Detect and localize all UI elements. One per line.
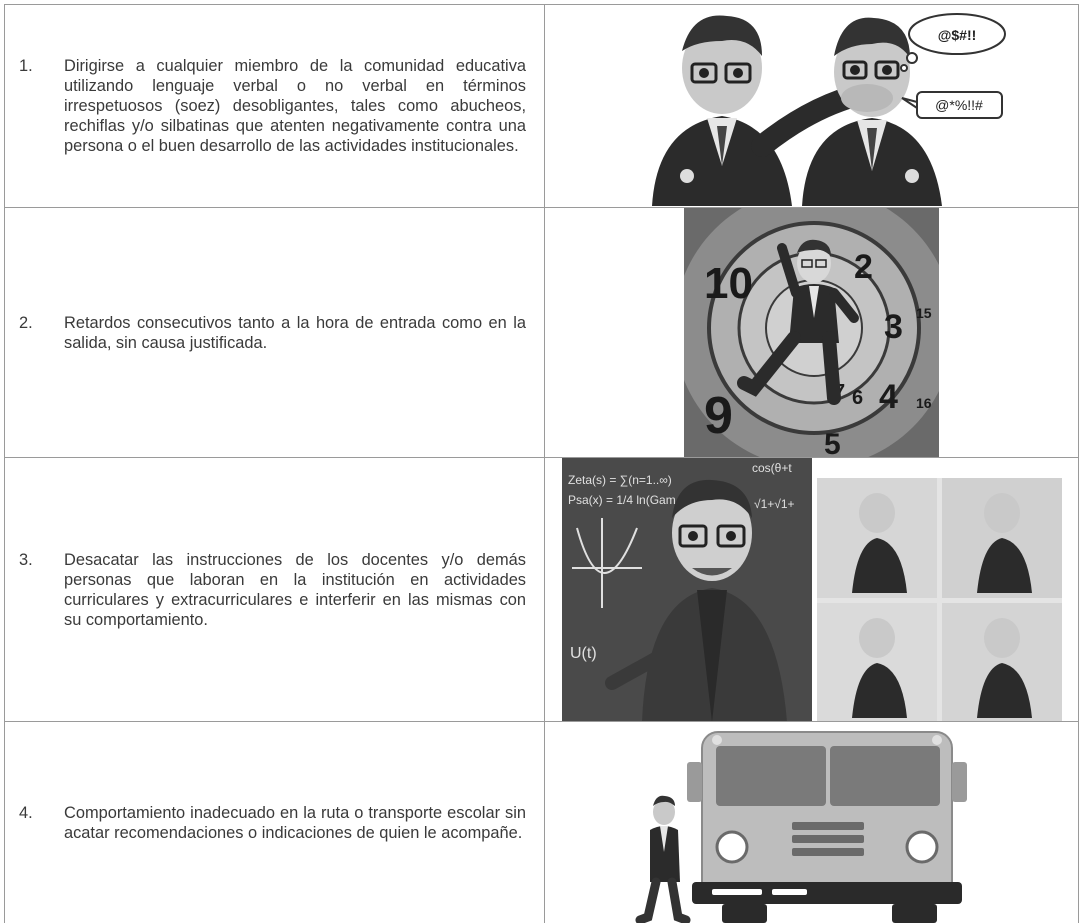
rule-number: 4. xyxy=(19,803,33,822)
teacher-and-students-illustration: Zeta(s) = ∑(n=1..∞) Psa(x) = 1/4 ln(Gam … xyxy=(561,458,1062,721)
rule-text-cell: 3. Desacatar las instrucciones de los do… xyxy=(4,458,544,722)
clock-illustration: 10 9 2 3 4 5 7 6 15 16 xyxy=(684,208,939,458)
thought-bubble: @$#!! xyxy=(899,13,1006,72)
rule-item: 1. Dirigirse a cualquier miembro de la c… xyxy=(5,56,540,156)
svg-text:Psa(x) = 1/4 ln(Gam: Psa(x) = 1/4 ln(Gam xyxy=(568,493,676,507)
school-bus xyxy=(686,731,967,923)
clock-number: 4 xyxy=(879,378,898,416)
teacher xyxy=(604,479,787,721)
student-walking xyxy=(635,795,690,923)
students-covering-mouth-illustration: @$#!! @*%!!# xyxy=(651,13,1006,206)
clock-number: 10 xyxy=(704,259,753,308)
rule-number: 3. xyxy=(19,550,33,569)
rule-item: 3. Desacatar las instrucciones de los do… xyxy=(5,550,540,630)
clock-number: 9 xyxy=(704,387,733,445)
rule-text-cell: 2. Retardos consecutivos tanto a la hora… xyxy=(4,208,544,458)
svg-text:@*%!!#: @*%!!# xyxy=(935,97,983,113)
clock-number: 5 xyxy=(824,428,841,458)
rule-illustration-cell: Zeta(s) = ∑(n=1..∞) Psa(x) = 1/4 ln(Gam … xyxy=(544,458,1079,722)
clock-number: 3 xyxy=(884,308,903,346)
rule-text-cell: 1. Dirigirse a cualquier miembro de la c… xyxy=(4,4,544,208)
school-bus-illustration xyxy=(635,731,967,923)
rule-illustration-cell xyxy=(544,722,1079,923)
svg-text:@$#!!: @$#!! xyxy=(937,27,976,43)
rule-item: 2. Retardos consecutivos tanto a la hora… xyxy=(5,313,540,353)
student-jumping xyxy=(737,239,859,405)
rule-row-3: 3. Desacatar las instrucciones de los do… xyxy=(4,458,1079,722)
clock-number: 15 xyxy=(916,305,932,321)
svg-text:Zeta(s) = ∑(n=1..∞): Zeta(s) = ∑(n=1..∞) xyxy=(568,473,672,487)
student-left xyxy=(651,15,792,206)
svg-text:cos(θ+t: cos(θ+t xyxy=(752,461,792,475)
rule-item: 4. Comportamiento inadecuado en la ruta … xyxy=(5,803,540,843)
rule-text: Dirigirse a cualquier miembro de la comu… xyxy=(64,57,526,155)
rule-text: Desacatar las instrucciones de los docen… xyxy=(64,550,526,629)
clock-number: 2 xyxy=(854,248,873,286)
rule-text: Retardos consecutivos tanto a la hora de… xyxy=(64,313,526,352)
student-right xyxy=(801,17,942,206)
clock-number: 6 xyxy=(852,387,863,409)
rule-number: 2. xyxy=(19,313,33,332)
rule-number: 1. xyxy=(19,57,33,75)
rule-row-4: 4. Comportamiento inadecuado en la ruta … xyxy=(4,722,1079,923)
rule-row-2: 2. Retardos consecutivos tanto a la hora… xyxy=(4,208,1079,458)
speech-bubble: @*%!!# xyxy=(900,91,1003,119)
clock-number: 16 xyxy=(916,395,932,411)
rule-text-cell: 4. Comportamiento inadecuado en la ruta … xyxy=(4,722,544,923)
svg-text:U(t): U(t) xyxy=(570,645,597,662)
rule-illustration-cell: 10 9 2 3 4 5 7 6 15 16 xyxy=(544,208,1079,458)
rule-row-1: 1. Dirigirse a cualquier miembro de la c… xyxy=(4,4,1079,208)
svg-text:√1+√1+: √1+√1+ xyxy=(754,497,795,511)
rule-text: Comportamiento inadecuado en la ruta o t… xyxy=(64,803,526,842)
rule-illustration-cell: @$#!! @*%!!# xyxy=(544,4,1079,208)
